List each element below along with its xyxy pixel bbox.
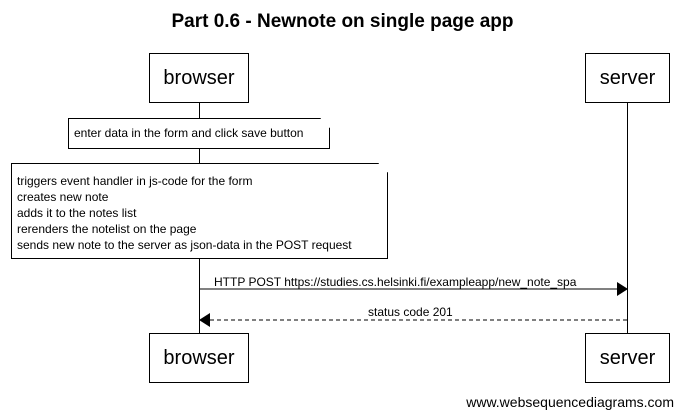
- note-form-input-text: enter data in the form and click save bu…: [74, 126, 304, 140]
- note-line-3: adds it to the notes list: [17, 206, 137, 220]
- diagram-title: Part 0.6 - Newnote on single page app: [171, 11, 514, 32]
- note-line-4: rerenders the notelist on the page: [17, 222, 197, 236]
- footer-watermark: www.websequencediagrams.com: [466, 394, 674, 410]
- response-label: status code 201: [368, 305, 453, 319]
- browser-participant-bottom: browser: [149, 333, 249, 383]
- note-fold-corner: [378, 163, 388, 173]
- response-arrowhead: [199, 313, 210, 327]
- note-line-2: creates new note: [17, 190, 109, 204]
- note-form-input: enter data in the form and click save bu…: [68, 118, 330, 149]
- note-event-handler: triggers event handler in js-code for th…: [11, 163, 388, 259]
- server-participant-bottom: server: [585, 333, 670, 383]
- browser-participant-top: browser: [149, 53, 249, 103]
- post-request-arrowhead: [617, 282, 628, 296]
- note-line-1: triggers event handler in js-code for th…: [17, 174, 253, 188]
- post-request-label: HTTP POST https://studies.cs.helsinki.fi…: [214, 275, 577, 289]
- note-line-5: sends new note to the server as json-dat…: [17, 238, 352, 252]
- server-participant-top: server: [585, 53, 670, 103]
- server-lifeline: [627, 102, 628, 334]
- note-fold-corner: [320, 118, 330, 128]
